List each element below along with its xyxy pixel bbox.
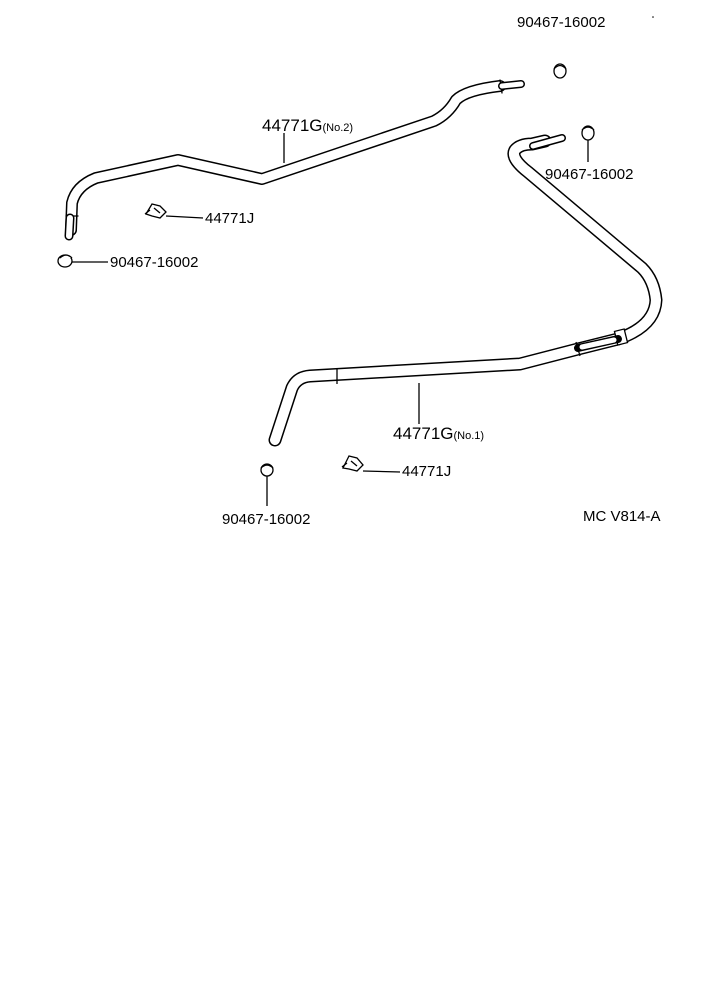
vacuum-hose-no1[interactable]	[268, 134, 663, 447]
clamp-bottom-label: 90467-16002	[222, 511, 310, 528]
hose-no2-suffix: (No.2)	[323, 122, 354, 134]
clamp-top-label: 90467-16002	[517, 14, 605, 31]
hose-clip-upper[interactable]	[144, 203, 167, 219]
diagram-code: MC V814-A	[583, 508, 661, 525]
hose-clamp-left[interactable]	[57, 254, 73, 268]
hose-no1-label: 44771G(No.1)	[393, 424, 484, 443]
speck-mark	[652, 16, 654, 18]
hose-clamp-right[interactable]	[581, 125, 595, 141]
hose-no2-part-number: 44771G	[262, 116, 323, 135]
clamp-right-label: 90467-16002	[545, 166, 633, 183]
vacuum-hose-no2[interactable]	[64, 79, 525, 241]
clip-upper-label: 44771J	[205, 210, 254, 227]
clamp-left-label: 90467-16002	[110, 254, 198, 271]
hose-no1-part-number: 44771G	[393, 424, 454, 443]
hose-clamp-top[interactable]	[553, 63, 567, 79]
hose-clip-lower[interactable]	[341, 455, 364, 472]
hose-no2-label: 44771G(No.2)	[262, 116, 353, 135]
hose-no1-suffix: (No.1)	[454, 430, 485, 442]
clip-lower-label: 44771J	[402, 463, 451, 480]
hose-clamp-bottom[interactable]	[260, 463, 274, 477]
